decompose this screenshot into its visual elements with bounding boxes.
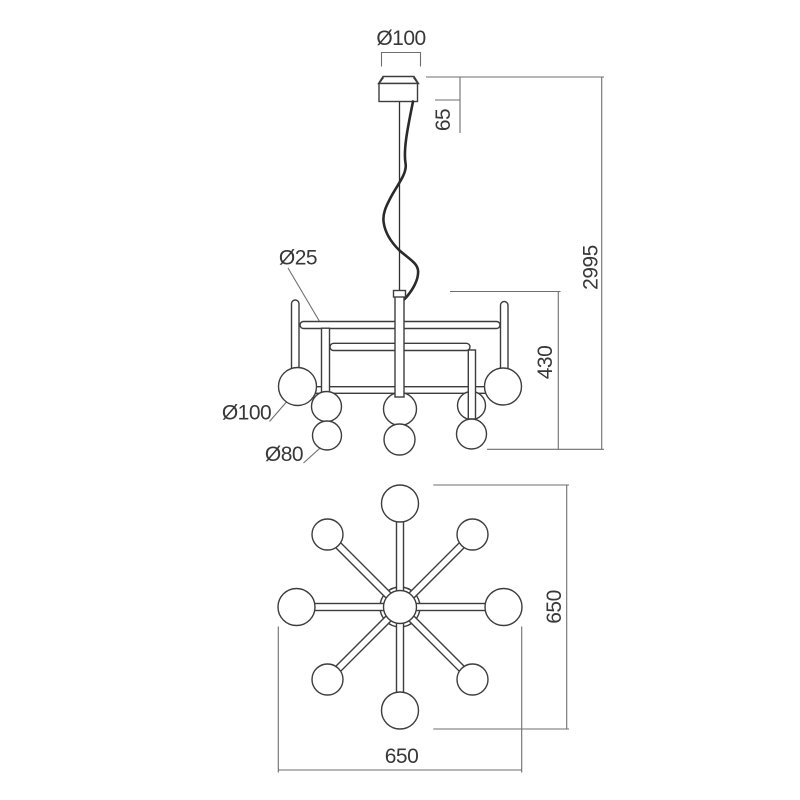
label-canopy-diameter: Ø100 xyxy=(376,27,425,50)
power-cord xyxy=(382,100,420,303)
spheres xyxy=(277,366,523,451)
small-sphere-2-lower xyxy=(383,423,416,456)
canopy-top-bevel xyxy=(377,75,420,85)
left-inner-rod xyxy=(320,327,331,393)
label-canopy-height: 65 xyxy=(432,109,455,131)
label-plan-depth: 650 xyxy=(543,590,566,624)
plan-spheres xyxy=(277,484,523,730)
left-outer-post xyxy=(290,299,300,373)
canopy-body xyxy=(378,82,419,103)
label-rod-diameter: Ø25 xyxy=(279,247,317,270)
plan-sphere-west xyxy=(277,587,316,627)
small-sphere-1-upper xyxy=(310,390,343,423)
leader-rod-diameter xyxy=(287,267,325,330)
label-overall-drop: 2995 xyxy=(580,245,603,290)
side-view: Ø100 65 2995 430 Ø25 Ø100 Ø80 xyxy=(222,27,604,466)
left-large-sphere xyxy=(277,366,318,407)
right-inner-rod xyxy=(467,349,477,420)
central-tube xyxy=(392,289,407,398)
plan-sphere-southwest xyxy=(311,663,344,696)
label-large-sphere-diameter: Ø100 xyxy=(222,402,271,425)
plan-sphere-south xyxy=(380,691,420,730)
label-plan-width: 650 xyxy=(385,745,419,768)
right-outer-post xyxy=(499,300,509,373)
small-sphere-3-lower xyxy=(455,418,488,450)
label-small-sphere-diameter: Ø80 xyxy=(265,443,303,466)
label-body-height: 430 xyxy=(534,346,557,380)
plan-dimension-lines xyxy=(277,484,569,773)
plan-sphere-northwest xyxy=(311,518,344,551)
plan-view: 650 650 xyxy=(277,484,569,773)
central-tube-body xyxy=(394,292,405,398)
plan-sphere-northeast xyxy=(456,518,489,551)
central-tube-cap xyxy=(392,289,407,298)
canopy-bevel-edges xyxy=(379,77,418,83)
plan-sphere-east xyxy=(484,587,523,627)
plan-sphere-north xyxy=(380,484,420,523)
hub-center xyxy=(382,589,418,625)
canopy-diameter-bracket xyxy=(380,51,422,67)
side-dimension-lines xyxy=(269,51,604,464)
canopy xyxy=(377,75,420,103)
right-large-sphere xyxy=(483,367,523,406)
spheres-front xyxy=(383,418,488,456)
plan-sphere-southeast xyxy=(456,663,489,696)
radial-arms xyxy=(295,502,505,712)
small-sphere-1-lower xyxy=(311,420,343,451)
